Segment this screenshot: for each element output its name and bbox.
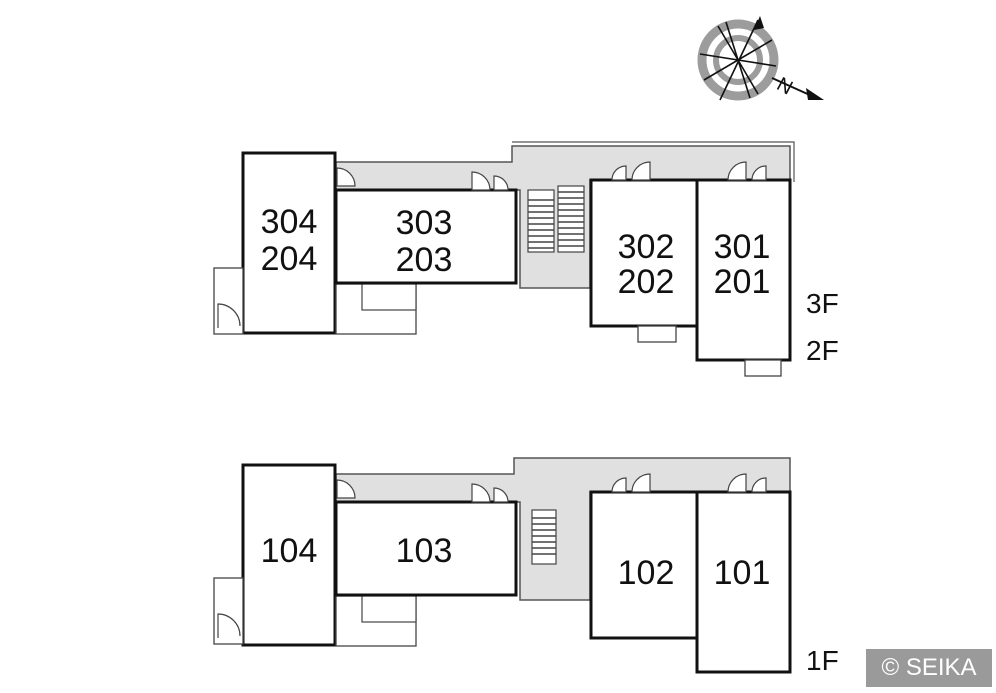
floor-label-3f: 3F [806,288,839,319]
unit-101-label: 101 [714,554,771,592]
lower-stairs [531,509,557,565]
copyright-credit: © SEIKA [866,649,992,687]
unit-204-label: 204 [261,240,318,278]
unit-103-label: 103 [396,532,453,570]
unit-102: 102 [589,473,699,640]
unit-303-203: 303 203 [334,171,518,285]
unit-104-label: 104 [261,532,318,570]
unit-301-201: 301 201 [695,161,792,377]
unit-102-label: 102 [618,554,675,592]
floor-label-1f: 1F [806,645,839,676]
unit-304-label: 304 [261,203,318,241]
compass-rose-icon: N [697,16,824,101]
unit-103: 103 [334,483,518,597]
compass-north-label: N [773,73,796,99]
floor-label-2f: 2F [806,335,839,366]
unit-302-202: 302 202 [589,161,699,343]
unit-303-label: 303 [396,204,453,242]
unit-104: 104 [213,463,356,647]
upper-stairs [527,185,585,253]
unit-301-label: 301 [714,228,771,266]
unit-203-label: 203 [396,241,453,279]
unit-302-label: 302 [618,228,675,266]
unit-304-204: 304 204 [213,151,356,335]
lower-floor-plan: 104 103 102 101 1F [213,457,839,676]
upper-floor-plan: 304 204 303 203 302 202 [213,141,839,377]
unit-101: 101 [695,473,792,674]
unit-202-label: 202 [618,263,675,301]
unit-201-label: 201 [714,263,771,301]
